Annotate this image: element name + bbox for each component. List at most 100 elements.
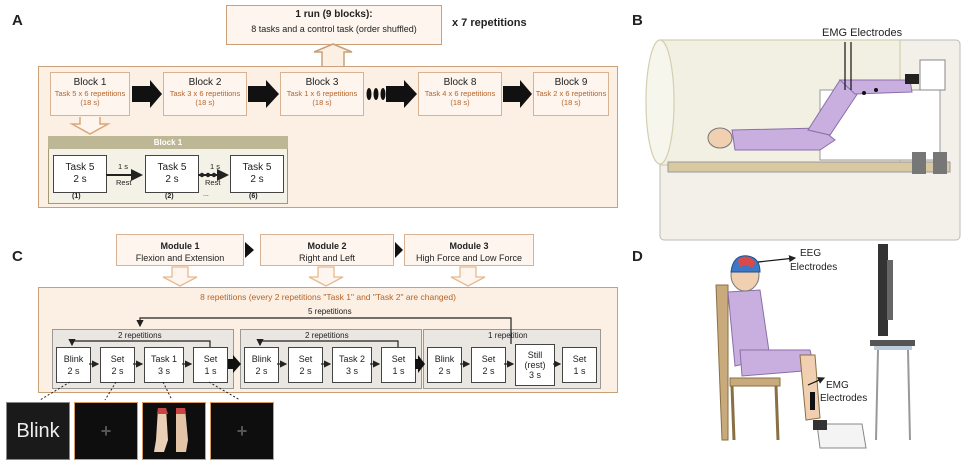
scanner-label: MRI Scanner: [686, 58, 751, 70]
block-8: Block 8 Task 4 x 6 repetitions (18 s): [418, 72, 502, 116]
module-title: Module 3: [449, 241, 489, 251]
screen-blink: Blink: [6, 402, 70, 460]
step-duration: 2 s: [67, 366, 80, 376]
step-blink: Blink 2 s: [244, 347, 279, 383]
gap-label: 3 s: [140, 89, 151, 98]
step-still: Still(rest)3 s: [515, 344, 555, 386]
panel-label-c: C: [12, 248, 23, 265]
task-index: (6): [249, 193, 258, 200]
module-subtitle: High Force and Low Force: [415, 253, 523, 263]
block-task: Task 1 x 6 repetitions: [286, 89, 358, 98]
module-subtitle: Flexion and Extension: [135, 253, 225, 263]
panel-label-d: D: [632, 248, 643, 265]
task-index: (1): [72, 193, 81, 200]
task-name: Task 5: [242, 162, 272, 173]
step-set: Set 2 s: [100, 347, 135, 383]
step-duration: 2 s: [111, 366, 124, 376]
step-name: Still: [527, 350, 543, 360]
eeg-label-1: EEG: [800, 248, 822, 259]
step-set: Set 2 s: [471, 347, 506, 383]
module-title: Module 1: [160, 241, 200, 251]
outer-loop-label: 5 repetitions: [308, 307, 352, 316]
step-duration: 3 s: [528, 370, 541, 380]
block-title: Block 3: [305, 77, 339, 88]
run-repetitions: x 7 repetitions: [452, 17, 527, 29]
run-title: 1 run (9 blocks):: [295, 9, 373, 20]
block-9: Block 9 Task 2 x 6 repetitions (18 s): [533, 72, 609, 116]
task-box: Task 5 2 s: [145, 155, 199, 193]
emg-label-1: EMG: [826, 380, 849, 391]
eeg-label-2: Electrodes: [790, 262, 838, 273]
step-blink: Blink 2 s: [56, 347, 91, 383]
task-ellipsis: ...: [203, 191, 209, 198]
block-task: Task 3 x 6 repetitions: [169, 89, 241, 98]
step-name: Set: [298, 354, 313, 364]
task-box: Task 5 2 s: [230, 155, 284, 193]
task-index: (2): [165, 193, 174, 200]
task-duration: 2 s: [165, 174, 179, 185]
repetition-note: 8 repetitions (every 2 repetitions "Task…: [200, 292, 456, 302]
block-title: Block 9: [554, 77, 588, 88]
step-duration: 1 s: [392, 366, 405, 376]
block-duration: (18 s): [312, 98, 332, 107]
step-name: Set: [481, 354, 496, 364]
rest-time: 1 s: [210, 162, 221, 171]
gap-label: 3 s: [508, 89, 519, 98]
screen-task: [142, 402, 206, 460]
step-task: Task 1 3 s: [144, 347, 184, 383]
group-label: 2 repetitions: [118, 331, 162, 340]
block-2: Block 2 Task 3 x 6 repetitions (18 s): [163, 72, 247, 116]
step-name: Set: [391, 354, 406, 364]
step-task: Task 2 3 s: [332, 347, 372, 383]
step-duration: 1 s: [573, 366, 586, 376]
step-name: Task 1: [150, 354, 177, 364]
step-rest: (rest): [524, 360, 546, 370]
step-duration: 3 s: [157, 366, 170, 376]
step-name: Set: [203, 354, 218, 364]
task-name: Task 5: [65, 162, 95, 173]
step-name: Set: [110, 354, 125, 364]
step-name: Blink: [434, 354, 455, 364]
module-subtitle: Right and Left: [298, 253, 356, 263]
step-duration: 2 s: [482, 366, 495, 376]
run-subtitle: 8 tasks and a control task (order shuffl…: [251, 24, 417, 34]
block-duration: (18 s): [80, 98, 100, 107]
group-label: 2 repetitions: [305, 331, 349, 340]
step-name: Blink: [251, 354, 272, 364]
module-arrow: [395, 242, 403, 258]
module-arrow: [245, 242, 254, 258]
step-name: Task 2: [338, 354, 365, 364]
step-name: Blink: [63, 354, 84, 364]
panel-label-a: A: [12, 12, 23, 29]
screen-fixation: +: [210, 402, 274, 460]
step-duration: 2 s: [255, 366, 268, 376]
module-1: Module 1 Flexion and Extension: [116, 234, 244, 266]
emg-label-b: EMG Electrodes: [822, 27, 903, 39]
emg-label-2: Electrodes: [820, 393, 868, 404]
run-box: [226, 5, 442, 45]
step-duration: 3 s: [345, 366, 358, 376]
block-1-detail-title: Block 1: [153, 138, 183, 147]
step-blink: Blink 2 s: [427, 347, 462, 383]
mri-illustration: [645, 39, 961, 241]
step-set: Set 1 s: [562, 347, 597, 383]
block-duration: (18 s): [195, 98, 215, 107]
module-title: Module 2: [307, 241, 347, 251]
step-set: Set 1 s: [381, 347, 416, 383]
task-name: Task 5: [157, 162, 187, 173]
task-box: Task 5 2 s: [53, 155, 107, 193]
task-duration: 2 s: [250, 174, 264, 185]
task-duration: 2 s: [73, 174, 87, 185]
module-down-arrows: [162, 266, 486, 287]
step-name: Set: [572, 354, 587, 364]
screen-fixation: +: [74, 402, 138, 460]
rest-label: Rest: [205, 178, 221, 187]
block-duration: (18 s): [450, 98, 470, 107]
gap-label: 3 s: [255, 89, 266, 98]
block-1: Block 1 Task 5 x 6 repetitions (18 s): [50, 72, 130, 116]
step-duration: 2 s: [438, 366, 451, 376]
block-1-detail-header: [48, 136, 288, 149]
block-duration: (18 s): [561, 98, 581, 107]
